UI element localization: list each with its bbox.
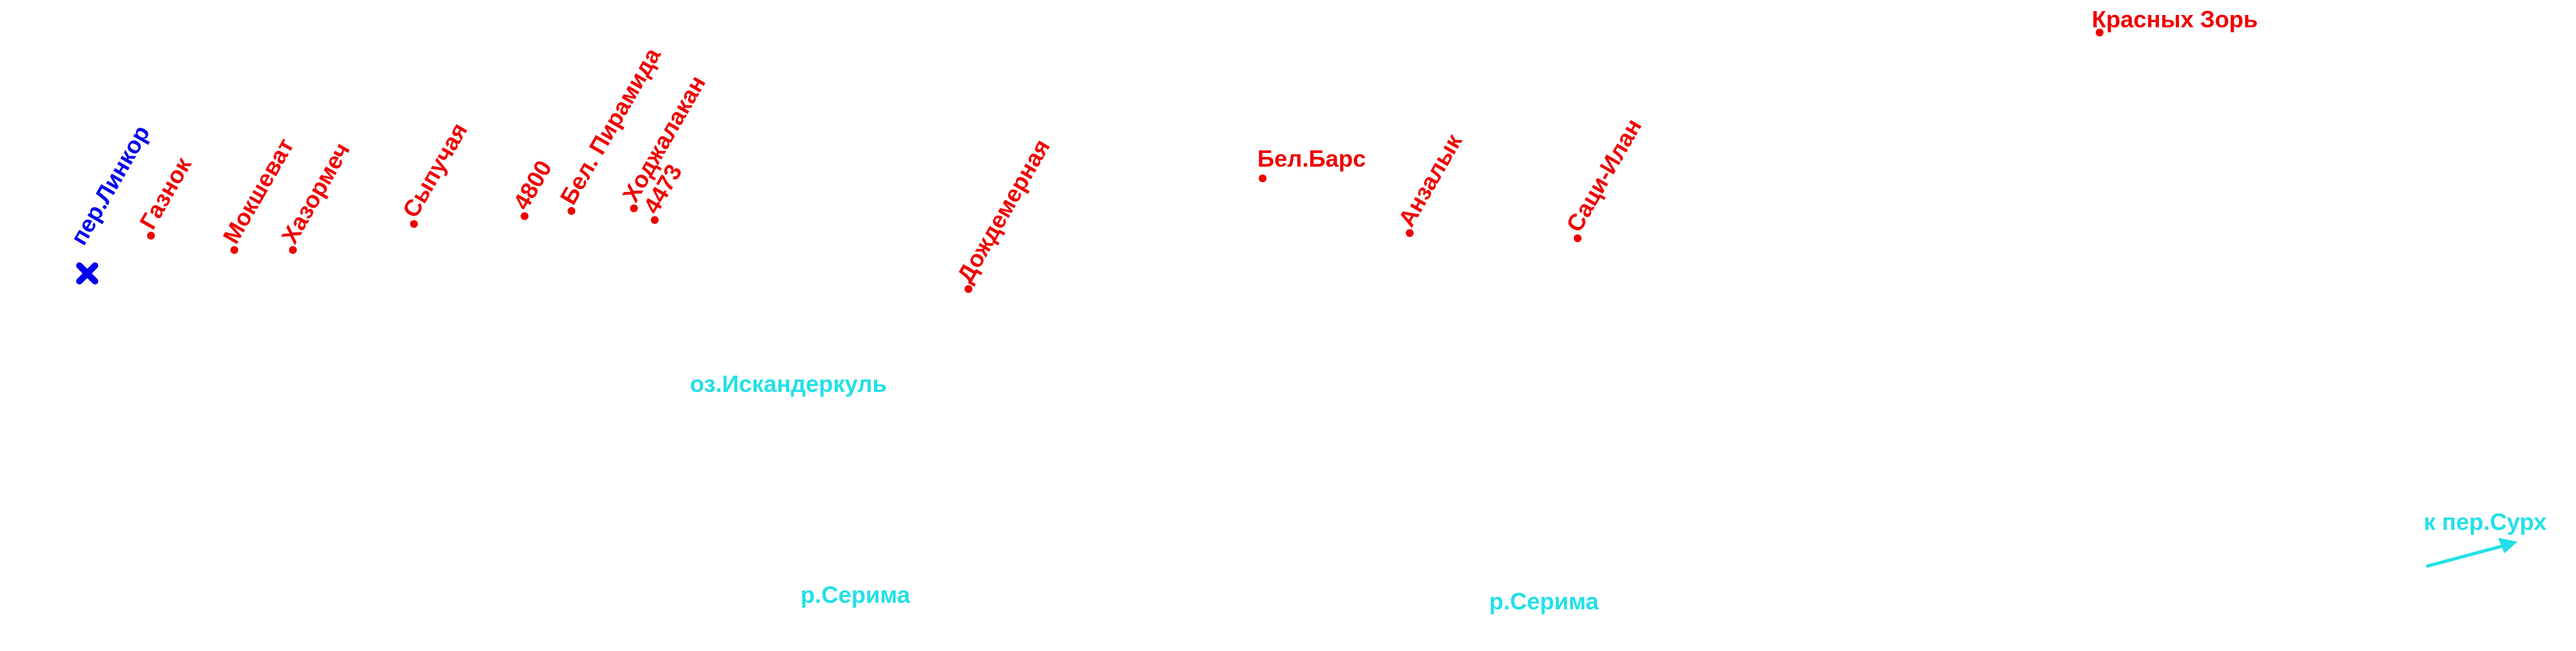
- peak-marker: [1574, 234, 1582, 242]
- peak-marker: [1259, 174, 1267, 182]
- peak-marker: [410, 220, 418, 228]
- peak-label: Дождемерная: [952, 134, 1056, 287]
- peak-label: 4800: [508, 156, 557, 214]
- peak-label: Газнок: [134, 152, 197, 234]
- peak-marker: [568, 207, 575, 215]
- lake-label: оз.Искандеркуль: [690, 370, 887, 397]
- peak-marker: [2096, 29, 2103, 36]
- peak-label: Саци-Илан: [1561, 114, 1647, 236]
- river-label: р.Серима: [801, 581, 911, 608]
- peak-marker: [289, 246, 297, 254]
- peak-marker: [1406, 229, 1414, 237]
- peak-label: Красных Зорь: [2092, 6, 2258, 33]
- river-label: р.Серима: [1489, 588, 1599, 615]
- peak-label: Анзалык: [1393, 129, 1468, 231]
- peak-marker: [630, 204, 638, 212]
- direction-arrow-icon: [2426, 538, 2517, 568]
- direction-label: к пер.Сурх: [2424, 508, 2547, 535]
- peak-marker: [230, 246, 238, 254]
- peak-label: Сыпучая: [397, 118, 473, 222]
- peak-marker: [965, 285, 972, 293]
- peak-marker: [147, 232, 155, 240]
- peak-label: Бел.Барс: [1257, 145, 1366, 172]
- pass-label: пер.Линкор: [65, 120, 155, 249]
- peak-marker: [651, 216, 659, 224]
- peak-marker: [521, 212, 528, 220]
- pass-cross-icon: [76, 262, 98, 284]
